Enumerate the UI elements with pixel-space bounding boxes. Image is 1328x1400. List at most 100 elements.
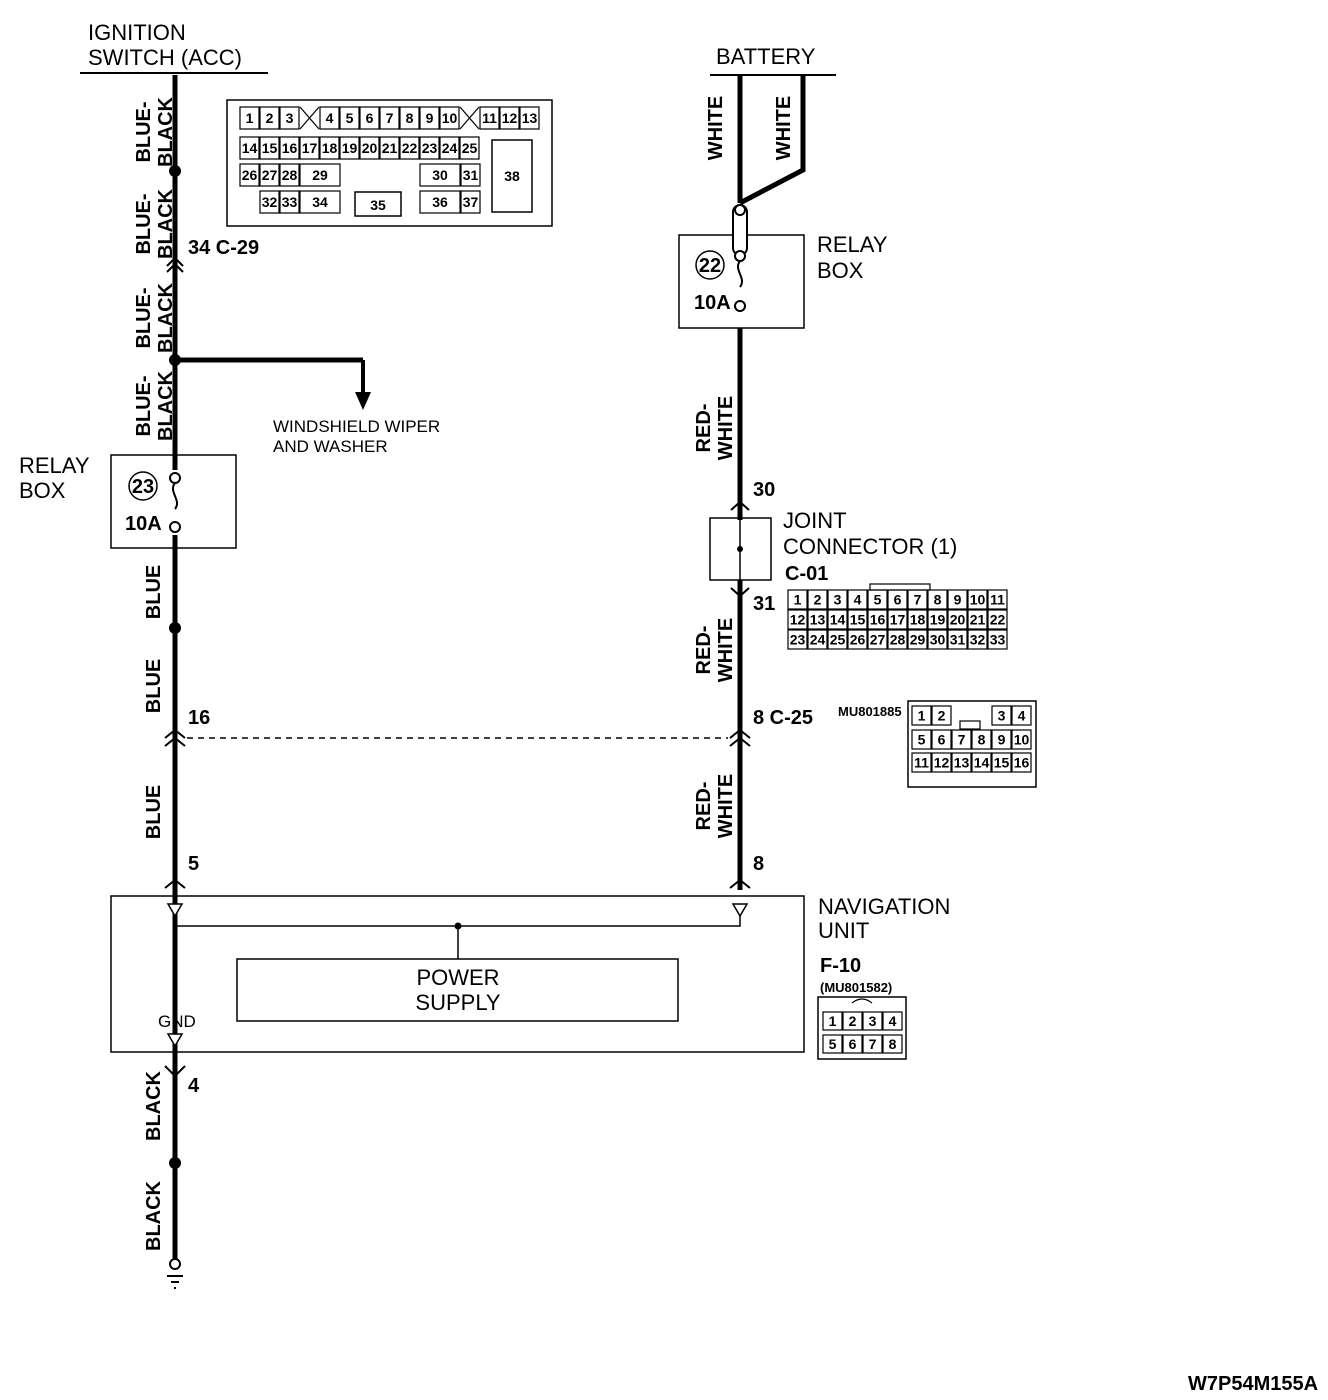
terminal-icon: [166, 1033, 184, 1048]
wire-label-blue-1: BLUE: [143, 565, 165, 619]
ground-icon: [167, 1258, 183, 1289]
connector-mark-30: [730, 500, 750, 511]
svg-text:WHITE: WHITE: [715, 774, 737, 838]
svg-text:BLACK: BLACK: [155, 96, 177, 167]
c29-cell-5: 5: [346, 110, 354, 126]
joint-label-1: JOINT: [783, 508, 847, 533]
c25-cell-6: 6: [938, 732, 946, 748]
pin-8-label: 8: [753, 853, 764, 875]
c29-cell-30: 30: [432, 167, 448, 183]
c01-cell-21: 21: [970, 612, 986, 628]
pin-31-label: 31: [753, 593, 775, 615]
c01-cell-8: 8: [934, 592, 942, 608]
c29-cell-22: 22: [402, 140, 418, 156]
c25-cell-4: 4: [1018, 708, 1026, 724]
c01-cell-20: 20: [950, 612, 966, 628]
svg-text:BLUE-: BLUE-: [133, 375, 155, 436]
junction-dot: [169, 165, 181, 177]
fuse-left-rating: 10A: [125, 513, 162, 535]
c29-cell-19: 19: [342, 140, 358, 156]
c29-cell-11: 11: [482, 110, 497, 126]
c29-cell-4: 4: [326, 110, 334, 126]
fuse-right-rating: 10A: [694, 292, 731, 314]
c01-cell-14: 14: [830, 612, 846, 628]
connector-mark-c25: [729, 728, 751, 747]
c29-cell-33: 33: [282, 194, 298, 210]
svg-text:BLUE: BLUE: [143, 565, 165, 619]
c29-cell-8: 8: [406, 110, 414, 126]
c29-cell-17: 17: [302, 140, 318, 156]
nav-part-number: (MU801582): [820, 980, 892, 995]
c01-cell-16: 16: [870, 612, 886, 628]
c25-cell-2: 2: [938, 708, 946, 724]
c25-cell-7: 7: [958, 732, 966, 748]
c29-cell-14: 14: [242, 140, 258, 156]
wire-label-blue-black-2: BLUE- BLACK: [133, 188, 177, 259]
f10-cell-8: 8: [889, 1036, 897, 1052]
c01-cell-3: 3: [834, 592, 842, 608]
c29-cell-32: 32: [262, 194, 278, 210]
c29-cell-37: 37: [463, 194, 479, 210]
c29-cell-9: 9: [426, 110, 434, 126]
c01-cell-32: 32: [970, 632, 986, 648]
wire-label-black-1: BLACK: [143, 1070, 165, 1141]
nav-label-2: UNIT: [818, 918, 869, 943]
wiper-label-2: AND WASHER: [273, 437, 388, 456]
c01-cell-11: 11: [990, 592, 1005, 608]
battery-label: BATTERY: [716, 44, 816, 69]
wire-label-white-2: WHITE: [773, 96, 795, 160]
c29-cell-26: 26: [242, 167, 258, 183]
f10-cell-2: 2: [849, 1013, 857, 1029]
wiper-label-1: WINDSHIELD WIPER: [273, 417, 440, 436]
c25-cell-8: 8: [978, 732, 986, 748]
ignition-label-1: IGNITION: [88, 20, 186, 45]
connector-mark-31: [730, 587, 750, 598]
c29-cell-34: 34: [312, 194, 328, 210]
c01-cell-24: 24: [810, 632, 826, 648]
wire-label-blue-3: BLUE: [143, 785, 165, 839]
c01-cell-29: 29: [910, 632, 926, 648]
relay-box-right-label-2: BOX: [817, 258, 864, 283]
f10-cell-7: 7: [869, 1036, 877, 1052]
c25-cell-3: 3: [998, 708, 1006, 724]
c01-cell-26: 26: [850, 632, 866, 648]
c25-cell-13: 13: [954, 755, 970, 771]
c29-cell-25: 25: [462, 140, 478, 156]
pin-c25-label: 8 C-25: [753, 707, 813, 729]
svg-text:BLACK: BLACK: [155, 282, 177, 353]
connector-mark-5: [164, 878, 186, 889]
c01-cell-27: 27: [870, 632, 886, 648]
c29-cell-3: 3: [286, 110, 294, 126]
power-supply-label-1: POWER: [416, 965, 499, 990]
c01-cell-12: 12: [790, 612, 806, 628]
svg-text:BLUE-: BLUE-: [133, 193, 155, 254]
c01-cell-22: 22: [990, 612, 1006, 628]
c29-cell-18: 18: [322, 140, 338, 156]
c29-cell-29: 29: [312, 167, 328, 183]
f10-cell-1: 1: [829, 1013, 837, 1029]
arrow-down-icon: [355, 392, 371, 410]
c01-cell-15: 15: [850, 612, 866, 628]
pin-5-label: 5: [188, 853, 199, 875]
c25-cell-5: 5: [918, 732, 926, 748]
c01-cell-10: 10: [970, 592, 986, 608]
power-supply-label-2: SUPPLY: [415, 990, 501, 1015]
f10-cell-3: 3: [869, 1013, 877, 1029]
svg-text:BLUE-: BLUE-: [133, 101, 155, 162]
wire-label-white-1: WHITE: [705, 96, 727, 160]
c29-cell-35: 35: [370, 197, 386, 213]
svg-text:BLUE: BLUE: [143, 785, 165, 839]
c29-cell-38: 38: [504, 168, 520, 184]
c01-cell-18: 18: [910, 612, 926, 628]
svg-text:BLUE: BLUE: [143, 659, 165, 713]
c29-cell-23: 23: [422, 140, 438, 156]
svg-text:BLACK: BLACK: [143, 1070, 165, 1141]
fuse-number-circle: [128, 471, 158, 501]
